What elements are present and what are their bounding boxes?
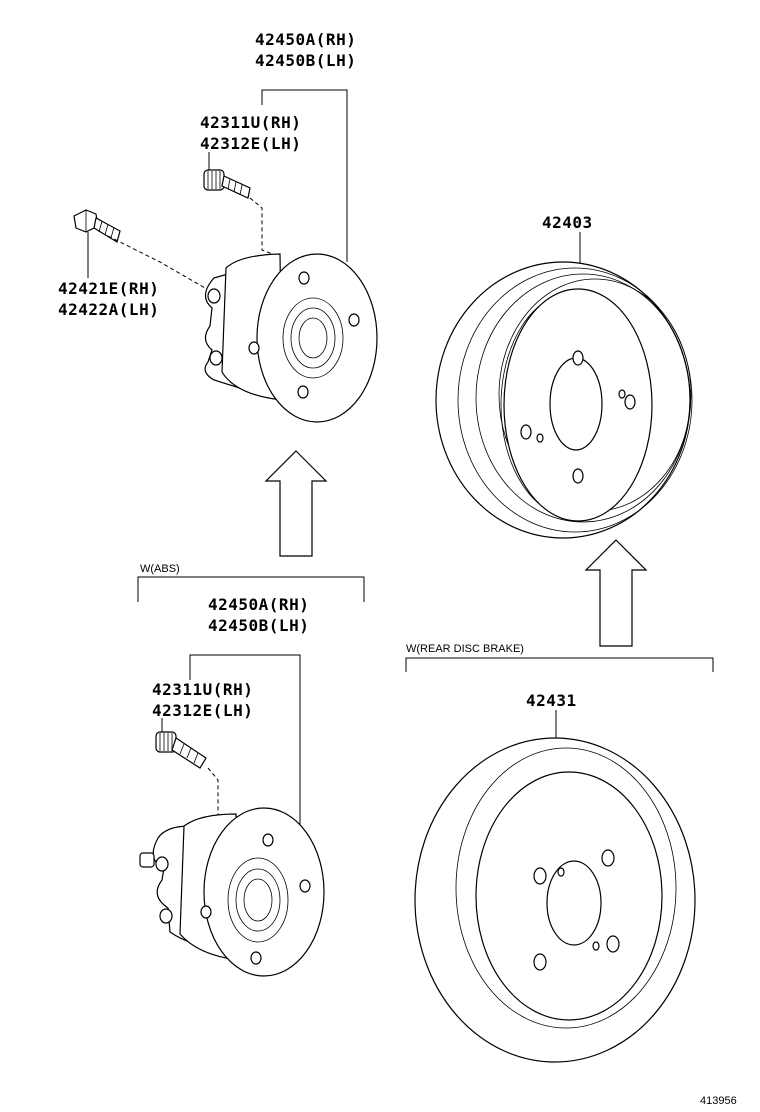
top-hub-part-lh[interactable]: 42450B(LH) [255,51,356,70]
up-arrow-icon [264,450,328,557]
abs-stud-dash [207,767,229,827]
abs-hub-part-rh[interactable]: 42450A(RH) [208,595,309,614]
drum-part-number[interactable]: 42403 [542,213,593,232]
up-arrow-icon [584,539,648,647]
top-stud-dash [249,197,279,257]
top-bolt-part-rh[interactable]: 42421E(RH) [58,279,159,298]
disc-part-number[interactable]: 42431 [526,691,577,710]
disc-condition-label: W(REAR DISC BRAKE) [406,643,524,655]
abs-rear-axle-hub-icon [139,807,325,977]
illustration-number: 413956 [700,1095,737,1107]
abs-condition-label: W(ABS) [140,563,180,575]
top-bolt-part-lh[interactable]: 42422A(LH) [58,300,159,319]
brake-drum-icon [435,261,693,539]
abs-hub-leader [189,654,301,826]
top-hub-part-rh[interactable]: 42450A(RH) [255,30,356,49]
abs-hub-assembly: W(ABS) 42450A(RH) 42450B(LH) 42311U(RH) … [137,563,365,977]
top-stud-part-rh[interactable]: 42311U(RH) [200,113,301,132]
disc-brake-assembly: W(REAR DISC BRAKE) 42431 [405,643,714,1063]
top-hub-assembly: 42450A(RH) 42450B(LH) 42311U(RH) 42312E(… [58,30,378,423]
mounting-bolt-icon [73,209,121,243]
top-bolt-dash [107,235,213,293]
brake-drum-assembly: 42403 [435,213,693,539]
abs-hub-bolt-stud-icon [155,731,207,769]
disc-condition-bracket [405,657,714,672]
abs-hub-part-lh[interactable]: 42450B(LH) [208,616,309,635]
top-hub-leader [261,89,348,262]
brake-disc-rotor-icon [414,737,696,1063]
abs-stud-part-rh[interactable]: 42311U(RH) [152,680,253,699]
abs-stud-part-lh[interactable]: 42312E(LH) [152,701,253,720]
rear-axle-hub-icon [204,253,378,423]
top-stud-part-lh[interactable]: 42312E(LH) [200,134,301,153]
abs-condition-bracket [137,576,365,602]
hub-bolt-stud-icon [203,169,251,199]
